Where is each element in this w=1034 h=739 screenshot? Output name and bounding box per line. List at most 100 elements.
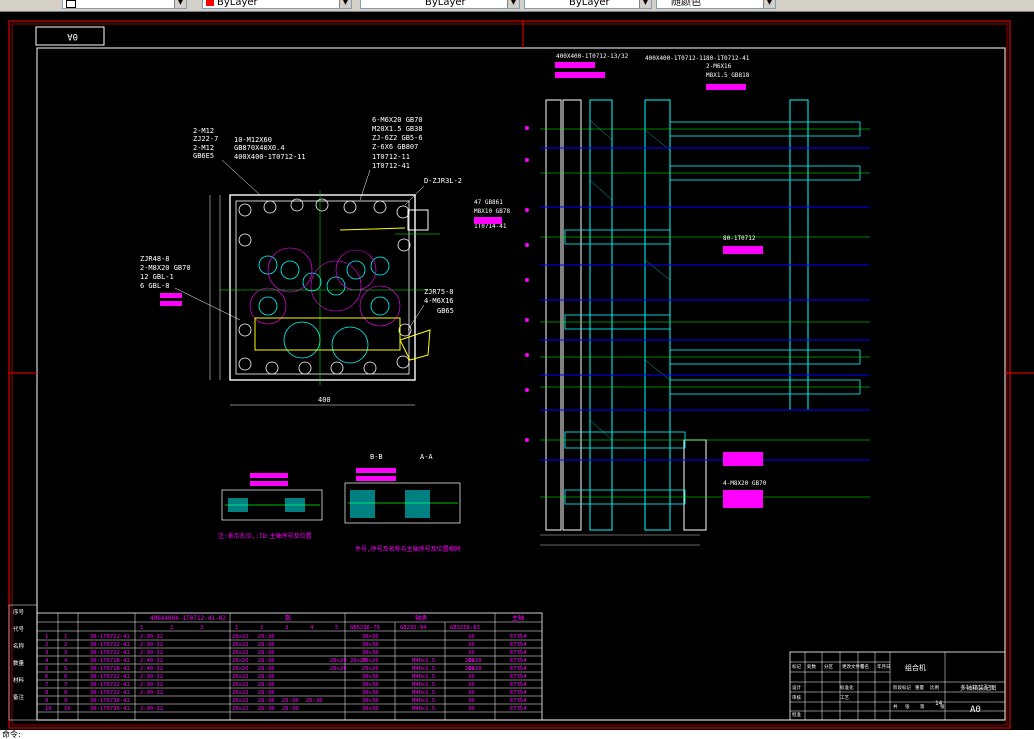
command-line[interactable]: 命令: <box>0 730 1034 739</box>
bom-left-label: 序号 <box>13 608 25 616</box>
bom-cell: 10 <box>468 642 475 648</box>
svg-text:GB870X40X0.4: GB870X40X0.4 <box>234 144 285 152</box>
svg-text:1T0714-41: 1T0714-41 <box>474 223 507 230</box>
bom-subheader: GB292-94 <box>400 625 427 631</box>
bom-row-no: 9 <box>45 698 48 704</box>
layer-dropdown[interactable]: ▼ <box>62 0 187 9</box>
svg-text:Z-6X6 GB807: Z-6X6 GB807 <box>372 143 418 151</box>
bom-cell: 10 <box>468 666 475 672</box>
bom-row-idx: 10 <box>64 706 71 712</box>
side-view: 400X400-1T0712-13/32 400X400-1T0712-11 8… <box>474 53 870 546</box>
bom-cell: 20x22 <box>232 698 249 704</box>
bom-subheader: 4 <box>310 625 314 631</box>
bom-cell: E7354 <box>510 650 527 656</box>
svg-text:M8X1.5 GB818: M8X1.5 GB818 <box>706 72 750 79</box>
drawing-area-border <box>11 23 1008 726</box>
bom-cell: 20:30 <box>258 634 275 640</box>
bom-row-code: 30-1T0736-41 <box>90 698 130 704</box>
color-dropdown[interactable]: ByLayer▼ <box>202 0 352 9</box>
plotstyle-dropdown[interactable]: 随颜色▼ <box>656 0 776 9</box>
svg-text:400X400-1T0712-11: 400X400-1T0712-11 <box>645 55 707 62</box>
bom-left-label: 名称 <box>13 642 25 650</box>
bom-subheader: 1 <box>140 625 143 631</box>
bom-cell: 10 <box>468 634 475 640</box>
svg-text:主轴: 主轴 <box>512 614 524 622</box>
svg-text:ZJR75-8: ZJR75-8 <box>424 288 454 296</box>
layer-swatch-icon <box>66 0 76 8</box>
bom-row-code: 30-1T0722-41 <box>90 690 130 696</box>
bom-cell: E7354 <box>510 642 527 648</box>
svg-text:400X400-1T0712-11: 400X400-1T0712-11 <box>234 153 306 161</box>
svg-text:10-M12X60: 10-M12X60 <box>234 136 272 144</box>
title-block-label: 张 <box>940 703 945 710</box>
bom-row-idx: 8 <box>64 690 67 696</box>
bom-row-no: 2 <box>45 642 48 648</box>
bom-cell: 20x20 <box>362 666 379 672</box>
bom-row-no: 4 <box>45 658 49 664</box>
chevron-down-icon[interactable]: ▼ <box>763 0 775 8</box>
svg-text:组合机: 组合机 <box>905 663 926 672</box>
bom-cell: 30x30 <box>362 706 379 712</box>
bom-left-label: 备注 <box>13 693 25 701</box>
bom-cell: E7354 <box>510 682 527 688</box>
svg-text:2-M6X16: 2-M6X16 <box>706 63 732 70</box>
svg-text:D-ZJR3L-2: D-ZJR3L-2 <box>424 177 462 185</box>
title-block-label: 第 <box>920 703 925 710</box>
svg-text:GB65: GB65 <box>437 307 454 315</box>
bom-subheader: 1 <box>235 625 238 631</box>
chevron-down-icon[interactable]: ▼ <box>174 0 186 8</box>
bom-cell: 20:30 <box>258 690 275 696</box>
svg-text:80-1T0712: 80-1T0712 <box>723 235 756 242</box>
linetype-dropdown[interactable]: ByLayer▼ <box>360 0 520 9</box>
bom-cell: 20x22 <box>232 650 249 656</box>
bom-cell: 20x20 <box>232 658 249 664</box>
chevron-down-icon[interactable]: ▼ <box>639 0 651 8</box>
chevron-down-icon[interactable]: ▼ <box>339 0 351 8</box>
bom-cell: 20:30 <box>306 698 323 704</box>
bom-cell: 30 <box>468 698 475 704</box>
bom-cell: 30x30 <box>362 650 379 656</box>
bom-cell: 20:30 <box>258 698 275 704</box>
title-block-label: 批准 <box>792 711 801 718</box>
svg-text:6-M6X20 GB70: 6-M6X20 GB70 <box>372 116 423 124</box>
bom-cell: 20x20 <box>330 658 347 664</box>
bom-row-code: 30-1T0722-41 <box>90 642 130 648</box>
bom-row-no: 7 <box>45 682 48 688</box>
svg-text:14: 14 <box>935 700 943 707</box>
svg-text:ZJ22-7: ZJ22-7 <box>193 135 218 143</box>
sheet-id-text: 0A <box>67 31 78 41</box>
svg-text:M8X10 GB78: M8X10 GB78 <box>474 208 511 215</box>
bom-cell: 2:30-22 <box>140 650 163 656</box>
bom-cell: 20:30 <box>258 682 275 688</box>
svg-text:多轴箱装配图: 多轴箱装配图 <box>960 684 996 692</box>
svg-text:ZJ-6Z2 GB5-6: ZJ-6Z2 GB5-6 <box>372 134 423 142</box>
bom-cell: 20x20 <box>362 658 379 664</box>
bom-cell: E7354 <box>510 698 527 704</box>
title-block-label: 工艺 <box>840 695 849 701</box>
title-block-label: 分区 <box>824 663 833 670</box>
bom-cell: E7354 <box>510 690 527 696</box>
svg-text:2-M12: 2-M12 <box>193 127 214 135</box>
sheet-id-box <box>35 26 105 46</box>
bom-cell: 20x20 <box>465 666 482 672</box>
svg-text:1T0712-11: 1T0712-11 <box>372 153 410 161</box>
bom-row-idx: 7 <box>64 682 67 688</box>
bom-cell: 2:30-22 <box>140 642 163 648</box>
svg-text:轴承: 轴承 <box>415 614 427 622</box>
title-block-label: 比例 <box>930 684 939 691</box>
title-block-label: 标准化 <box>840 684 854 691</box>
svg-text:A-A: A-A <box>420 453 433 461</box>
svg-text:A0: A0 <box>970 705 981 715</box>
bom-cell: 20x20 <box>330 666 347 672</box>
svg-text:GB6E5: GB6E5 <box>193 152 214 160</box>
bom-cell: M40x1.5 <box>412 690 435 696</box>
bom-row-idx: 2 <box>64 642 67 648</box>
drawing-canvas[interactable]: 0A <box>0 12 1034 739</box>
front-view: 2-M12 ZJ22-7 2-M12 GB6E5 10-M12X60 GB870… <box>140 116 462 406</box>
chevron-down-icon[interactable]: ▼ <box>507 0 519 8</box>
color-swatch-icon <box>206 0 214 6</box>
lineweight-dropdown[interactable]: ByLayer▼ <box>524 0 652 9</box>
svg-text:1T0712-41: 1T0712-41 <box>372 162 410 170</box>
bom-cell: E7354 <box>510 666 527 672</box>
title-block: 组合机 多轴箱装配图 A0 14 标记处数分区更改文件号签名年月日设计标准化审核… <box>789 651 1006 721</box>
